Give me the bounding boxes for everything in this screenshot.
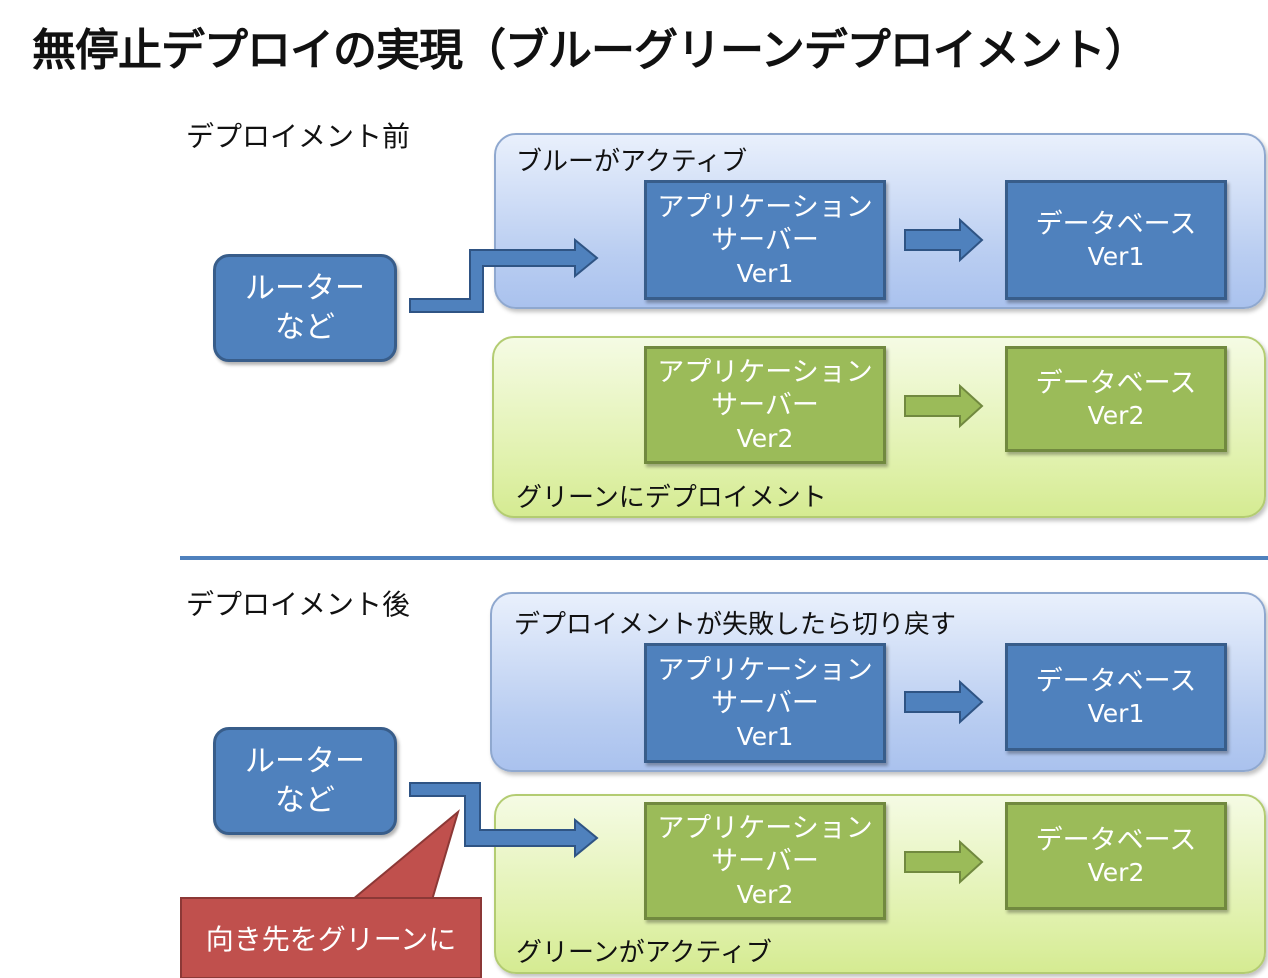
section-label-after: デプロイメント後 — [186, 588, 411, 621]
section-label-before: デプロイメント前 — [186, 120, 411, 153]
app-server-version: Ver2 — [736, 880, 794, 910]
page-title: 無停止デプロイの実現（ブルーグリーンデプロイメント） — [32, 25, 1149, 76]
app-server-green-before: アプリケーション サーバー Ver2 — [644, 346, 886, 464]
database-label: データベース — [1035, 824, 1197, 856]
database-version: Ver1 — [1087, 699, 1145, 729]
app-server-label-2: サーバー — [711, 225, 819, 257]
app-server-label: アプリケーション — [657, 356, 873, 388]
database-version: Ver2 — [1087, 858, 1145, 888]
database-blue-after: データベース Ver1 — [1005, 643, 1227, 751]
database-green-after: データベース Ver2 — [1005, 802, 1227, 910]
router-label-2: など — [275, 310, 335, 345]
app-server-version: Ver1 — [736, 722, 794, 752]
callout-box — [180, 897, 482, 978]
router-to-blue-arrow-before — [409, 237, 599, 313]
app-server-blue-after: アプリケーション サーバー Ver1 — [644, 643, 886, 763]
green-environment-label-before: グリーンにデプロイメント — [516, 483, 827, 513]
app-server-label-2: サーバー — [711, 390, 819, 422]
router-before: ルーター など — [213, 254, 397, 362]
app-server-label: アプリケーション — [657, 191, 873, 223]
database-label: データベース — [1035, 208, 1197, 240]
app-to-db-arrow-blue-before — [904, 217, 984, 263]
database-blue-before: データベース Ver1 — [1005, 180, 1227, 300]
app-server-label: アプリケーション — [657, 812, 873, 844]
router-label: ルーター — [245, 271, 365, 306]
database-green-before: データベース Ver2 — [1005, 346, 1227, 452]
app-server-version: Ver2 — [736, 424, 794, 454]
green-environment-label-after: グリーンがアクティブ — [516, 938, 772, 968]
app-server-green-after: アプリケーション サーバー Ver2 — [644, 802, 886, 920]
callout-pointer — [349, 809, 460, 901]
app-server-label-2: サーバー — [711, 688, 819, 720]
app-to-db-arrow-blue-after — [904, 679, 984, 725]
router-label: ルーター — [245, 744, 365, 779]
app-server-label-2: サーバー — [711, 846, 819, 878]
router-label-2: など — [275, 783, 335, 818]
app-server-blue-before: アプリケーション サーバー Ver1 — [644, 180, 886, 300]
database-version: Ver1 — [1087, 242, 1145, 272]
blue-environment-label-before: ブルーがアクティブ — [516, 147, 748, 177]
blue-environment-label-after: デプロイメントが失敗したら切り戻す — [514, 610, 957, 640]
callout-text: 向き先をグリーンに — [205, 923, 457, 956]
database-label: データベース — [1035, 665, 1197, 697]
router-after: ルーター など — [213, 727, 397, 835]
app-to-db-arrow-green-after — [904, 839, 984, 885]
section-divider — [180, 556, 1268, 560]
app-to-db-arrow-green-before — [904, 383, 984, 429]
app-server-label: アプリケーション — [657, 654, 873, 686]
app-server-version: Ver1 — [736, 259, 794, 289]
database-label: データベース — [1035, 367, 1197, 399]
database-version: Ver2 — [1087, 401, 1145, 431]
router-to-green-arrow-after — [409, 782, 599, 859]
